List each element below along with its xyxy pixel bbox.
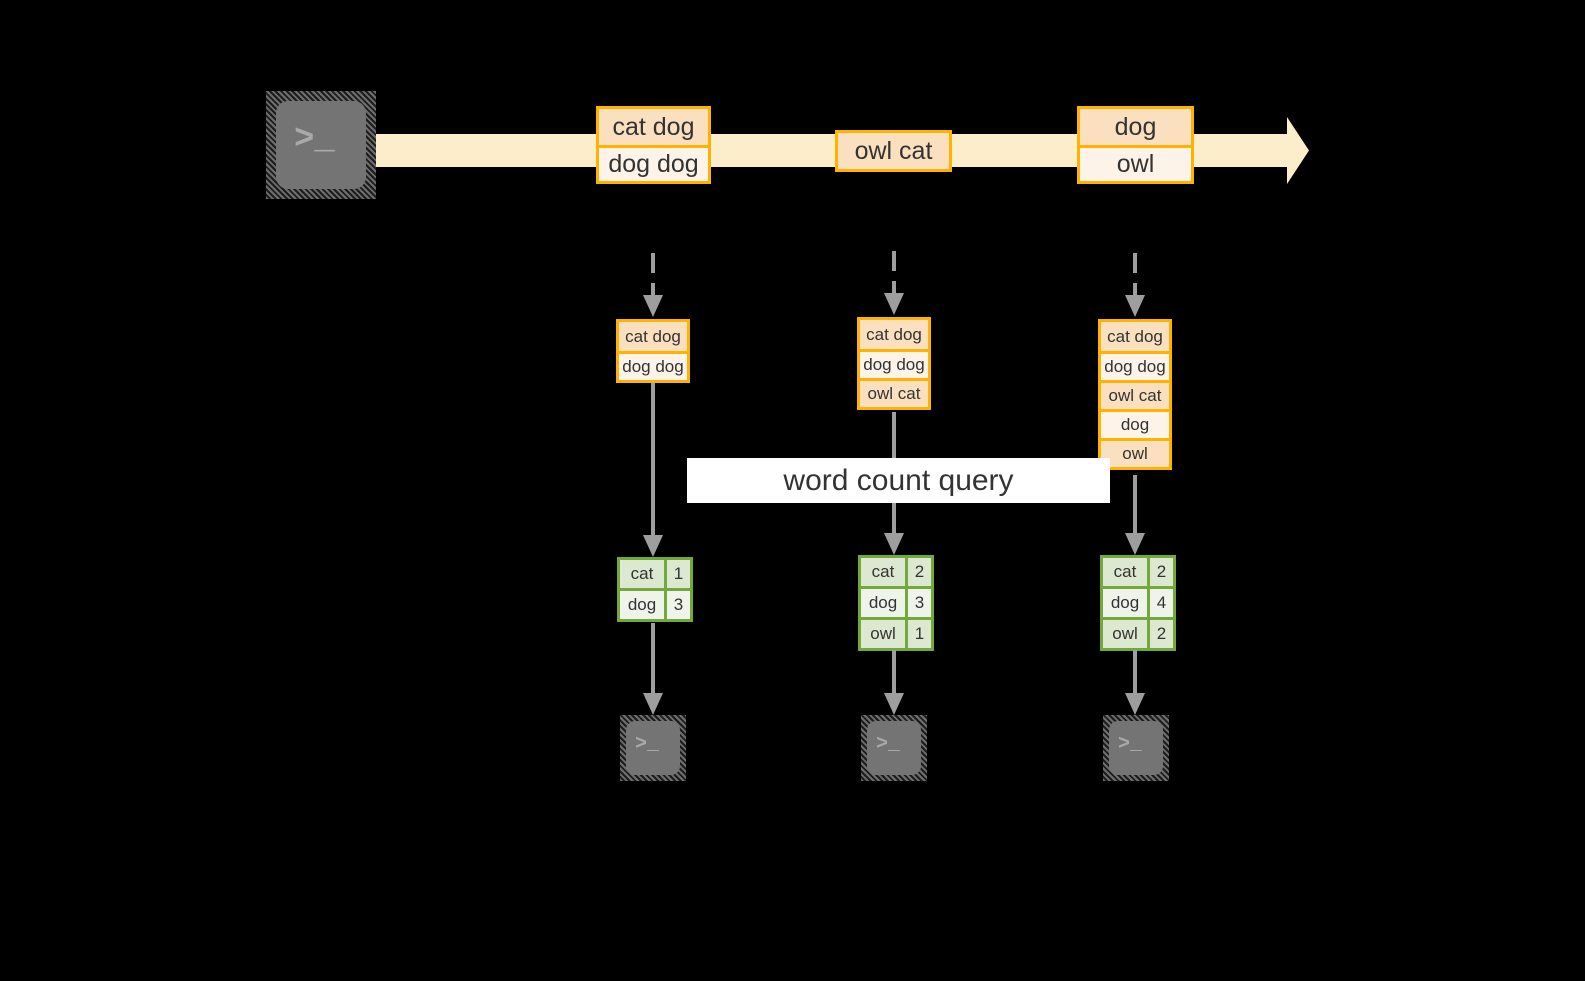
stream-message-line: dog [1080, 109, 1191, 145]
stream-message-box[interactable]: cat dog dog dog [596, 106, 711, 184]
sink-terminal-icon[interactable]: >_ [620, 715, 686, 781]
word-cell: dog [620, 591, 664, 619]
accumulated-line: owl cat [860, 378, 928, 407]
stream-message-line: dog dog [599, 145, 708, 181]
word-count-result-table[interactable]: cat 2 dog 4 owl 2 [1100, 555, 1176, 651]
accumulated-messages-box[interactable]: cat dog dog dog [616, 319, 690, 383]
output-connector-3 [1120, 650, 1150, 717]
accumulated-messages-box[interactable]: cat dog dog dog owl cat [857, 317, 931, 410]
terminal-prompt-icon: >_ [635, 733, 660, 756]
word-cell: owl [861, 620, 905, 648]
word-cell: owl [1103, 620, 1147, 648]
count-cell: 1 [664, 560, 690, 588]
word-cell: cat [620, 560, 664, 588]
count-cell: 1 [905, 620, 931, 648]
query-label: word count query [687, 458, 1110, 503]
count-cell: 2 [1147, 620, 1173, 648]
query-connector-3 [1120, 475, 1150, 557]
table-row: dog 4 [1103, 586, 1173, 617]
output-connector-1 [638, 623, 668, 717]
word-cell: dog [1103, 589, 1147, 617]
terminal-screen [276, 101, 366, 189]
table-row: cat 2 [1103, 558, 1173, 586]
source-terminal-icon[interactable]: >_ [266, 91, 376, 199]
table-row: dog 3 [861, 586, 931, 617]
terminal-screen [626, 721, 680, 775]
accumulated-line: cat dog [860, 320, 928, 349]
sink-terminal-icon[interactable]: >_ [861, 715, 927, 781]
word-count-result-table[interactable]: cat 1 dog 3 [617, 557, 693, 622]
output-connector-2 [879, 650, 909, 717]
terminal-screen [1109, 721, 1163, 775]
count-cell: 2 [905, 558, 931, 586]
accumulated-line: dog [1101, 409, 1169, 438]
table-row: dog 3 [620, 588, 690, 619]
count-cell: 3 [664, 591, 690, 619]
word-cell: cat [861, 558, 905, 586]
word-count-result-table[interactable]: cat 2 dog 3 owl 1 [858, 555, 934, 651]
accumulated-line: dog dog [860, 349, 928, 378]
table-row: owl 1 [861, 617, 931, 648]
terminal-prompt-icon: >_ [876, 733, 901, 756]
count-cell: 3 [905, 589, 931, 617]
dashed-connector-3 [1120, 253, 1150, 319]
accumulated-line: owl [1101, 438, 1169, 467]
accumulated-line: cat dog [619, 322, 687, 351]
accumulated-line: dog dog [619, 351, 687, 380]
table-row: cat 2 [861, 558, 931, 586]
word-cell: cat [1103, 558, 1147, 586]
terminal-prompt-icon: >_ [1118, 733, 1143, 756]
stream-message-box[interactable]: owl cat [835, 130, 952, 172]
terminal-prompt-icon: >_ [294, 121, 335, 159]
stream-message-line: cat dog [599, 109, 708, 145]
dashed-connector-2 [879, 251, 909, 317]
stream-message-line: owl [1080, 145, 1191, 181]
stream-arrow-head [1265, 117, 1309, 184]
word-cell: dog [861, 589, 905, 617]
count-cell: 4 [1147, 589, 1173, 617]
accumulated-line: dog dog [1101, 351, 1169, 380]
stream-message-box[interactable]: dog owl [1077, 106, 1194, 184]
sink-terminal-icon[interactable]: >_ [1103, 715, 1169, 781]
table-row: cat 1 [620, 560, 690, 588]
query-connector-1 [638, 383, 668, 559]
count-cell: 2 [1147, 558, 1173, 586]
dashed-connector-1 [638, 253, 668, 319]
terminal-screen [867, 721, 921, 775]
accumulated-line: owl cat [1101, 380, 1169, 409]
table-row: owl 2 [1103, 617, 1173, 648]
accumulated-line: cat dog [1101, 322, 1169, 351]
stream-message-line: owl cat [838, 133, 949, 169]
accumulated-messages-box[interactable]: cat dog dog dog owl cat dog owl [1098, 319, 1172, 470]
